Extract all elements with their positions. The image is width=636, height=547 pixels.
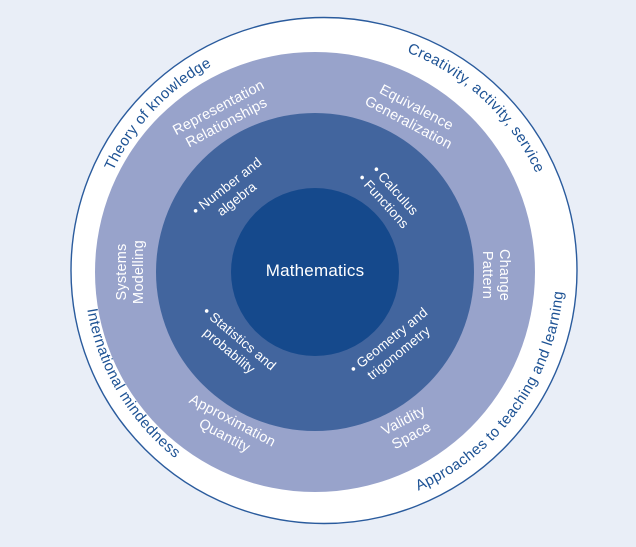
concept-line: Modelling <box>131 240 147 304</box>
center-mathematics-label: Mathematics <box>265 261 365 280</box>
concept-line: Pattern <box>479 250 495 300</box>
center-circle <box>231 188 399 356</box>
concept-line: Change <box>496 249 512 301</box>
concept-systems-modelling: Systems Modelling <box>114 240 148 304</box>
concept-line: Systems <box>114 243 130 301</box>
concept-change-pattern: Change Pattern <box>478 249 512 301</box>
